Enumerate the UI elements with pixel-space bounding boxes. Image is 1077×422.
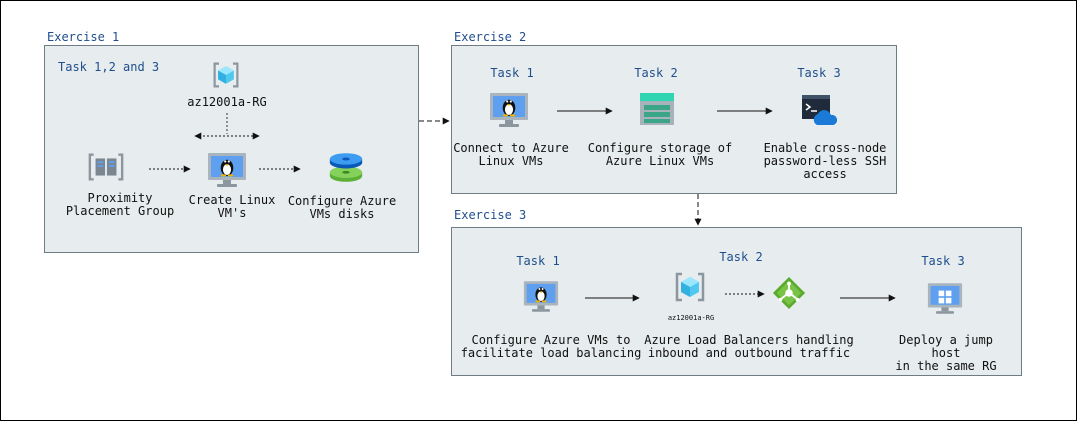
linux-penguin-icon [533,283,549,303]
exercise2-task1-title: Task 1 [490,66,534,80]
load-balancer-icon [772,276,806,310]
exercise1-disk-label: Configure Azure VMs disks [287,194,397,221]
exercise1-ppg-label: Proximity Placement Group [65,191,175,218]
exercise1-title: Exercise 1 [47,30,120,44]
resource-group-icon [211,61,241,89]
exercise2-task3-caption: Enable cross-node password-less SSH acce… [763,141,887,181]
proximity-placement-group-icon [87,151,125,183]
linux-penguin-icon [218,155,236,177]
ssh-terminal-cloud-icon [801,93,837,127]
exercise1-task-title: Task 1,2 and 3 [58,60,160,74]
exercise2-title: Exercise 2 [454,30,527,44]
exercise3-rg-label: az12001a-RG [667,314,715,322]
linux-penguin-icon [500,95,518,117]
resource-group-icon [673,271,707,303]
exercise2-task2-title: Task 2 [634,66,678,80]
exercise3-task3-caption: Deploy a jump host in the same RG [895,333,997,373]
exercise2-task1-caption: Connect to Azure Linux VMs [453,141,569,168]
exercise2-task3-title: Task 3 [797,66,841,80]
managed-disks-icon [327,151,365,184]
exercise1-rg-label: az12001a-RG [187,95,267,109]
exercise3-task1-caption: Configure Azure VMs to facilitate load b… [460,333,642,360]
exercise1-vm-label: Create Linux VM's [188,193,276,220]
exercise3-task2-caption: Azure Load Balancers handling inbound an… [644,333,854,360]
exercise2-task2-caption: Configure storage of Azure Linux VMs [587,141,733,168]
storage-icon [639,92,675,126]
exercise3-task2-title: Task 2 [719,250,763,264]
exercise3-task1-title: Task 1 [516,254,560,268]
exercise3-task3-title: Task 3 [921,254,965,268]
windows-logo-icon [937,289,953,305]
exercise3-title: Exercise 3 [454,208,527,222]
